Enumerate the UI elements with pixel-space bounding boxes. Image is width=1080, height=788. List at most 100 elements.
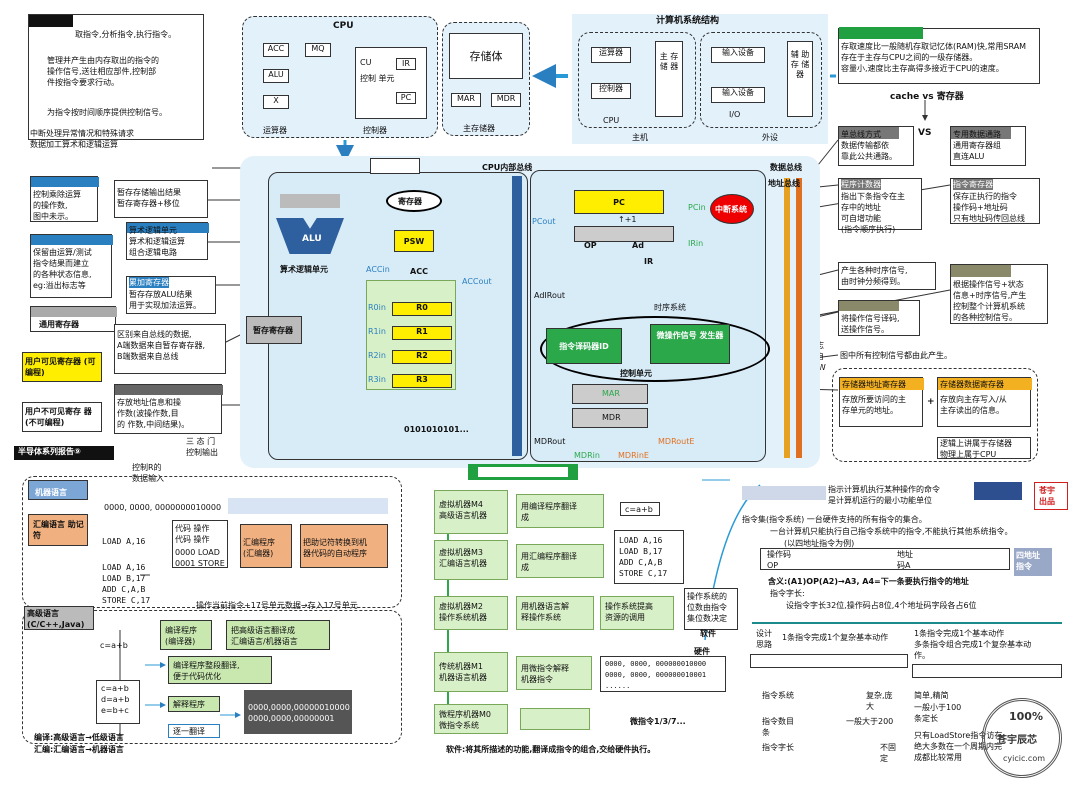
visible-register-tag: 用户可见寄存器 (可编程) xyxy=(22,352,102,382)
r0-register: R0 xyxy=(392,302,452,316)
vm-m4-desc: 用编译程序翻译 成 xyxy=(521,502,577,522)
arch-main-mem: 主 存 储 器 xyxy=(655,41,683,117)
cu-label: CU xyxy=(360,58,372,67)
ir-note: 指令寄存器 保存正执行的指令 操作码+地址码 只有地址码传回总线 xyxy=(950,178,1040,224)
compile-footer: 编译:高级语言→低级语言 xyxy=(34,733,124,742)
mar-note-title: 存储器地址寄存器 xyxy=(842,380,906,389)
caption-cu: 控制器 xyxy=(363,126,387,135)
binary-output-box: 0000,0000,00000010000 0000,0000,00000001 xyxy=(244,690,352,734)
cu-sub-label: 控制 单元 xyxy=(360,74,395,83)
mar-note-text: 存放所要访问的主 存单元的地址。 xyxy=(842,395,906,415)
cpu-function-line1: 取指令,分析指令,执行指令。 xyxy=(75,30,177,39)
cab-block: c=a+b d=a+b e=b+c xyxy=(96,680,140,724)
interrupt-system: 中断系统 xyxy=(710,194,754,224)
bit-stream: 0101010101... xyxy=(404,425,469,434)
timing-note: 产生各种时序信号, 由时钟分频得到。 xyxy=(838,262,936,290)
software-label: 软件 xyxy=(700,629,716,638)
black-tab xyxy=(29,15,73,27)
mdr-in-e-label: MDRinE xyxy=(618,451,649,460)
risc-header-box xyxy=(912,664,1062,678)
psw-note-text: 保留由运算/测试 指令结果而建立 的各种状态信息, eg:溢出标志等 xyxy=(33,248,92,290)
x-register: X xyxy=(263,95,289,109)
op-label: OP xyxy=(584,241,597,250)
top-reg-box xyxy=(370,158,420,174)
single-bus-note: 单总线方式 数据传输都依 靠此公共通路。 xyxy=(838,126,914,166)
cache-text: 存取速度比一般随机存取记忆体(RAM)快,常用SRAM 存在于主存与CPU之间的… xyxy=(841,42,1027,73)
acc-in-label: ACCin xyxy=(366,265,390,274)
four-addr-tag-text: 四地址 指令 xyxy=(1016,551,1040,571)
arch-aux-storage: 辅 助 存 储 器 xyxy=(787,41,813,117)
instr-definition: 指示计算机执行某种操作的命令 是计算机运行的最小功能单位 xyxy=(828,485,940,505)
vm-m1-code: 0000, 0000, 000000010000 0000, 0000, 000… xyxy=(605,660,707,690)
acc-label: ACC xyxy=(410,267,428,276)
plus-sign: + xyxy=(927,397,935,407)
assembler-box: 汇编程序 (汇编器) xyxy=(240,524,292,568)
vm-m0-label: 微程序机器M0 微指令系统 xyxy=(439,710,491,730)
pointer-note: 操作当前指令+17号单元数据→存入17号单元 xyxy=(196,601,358,610)
compiler-box: 编译程序 (编译器) xyxy=(160,620,212,650)
mdr-note-title: 存储器数据寄存器 xyxy=(940,380,1004,389)
compiler-desc: 把高级语言翻译成 汇编语言/机器语言 xyxy=(231,626,298,646)
asm-language-tag: 汇编语言 助记符 xyxy=(28,514,88,546)
vm-m2-label: 虚拟机器M2 操作系统机器 xyxy=(439,602,487,622)
arch-cpu-label: CPU xyxy=(603,116,620,125)
mar-register: MAR xyxy=(451,93,481,107)
compile-note: 编译程序整段翻译, 便于代码优化 xyxy=(173,661,240,681)
control-unit-box: CU 控制 单元 IR PC xyxy=(355,47,427,119)
computer-architecture: 计算机系统结构 运算器 控制器 主 存 储 器 CPU 输入设备 输入设备 I/… xyxy=(572,14,828,144)
arch-cu: 控制器 xyxy=(591,83,631,99)
green-tab xyxy=(839,27,923,39)
assemble-footer: 汇编:汇编语言→机器语言 xyxy=(34,745,124,754)
opcode-table: 代码 操作 代码 操作 0000 LOAD 0001 STORE xyxy=(172,520,228,568)
vm-m1-desc-box: 用微指令解释 机器指令 xyxy=(516,656,592,690)
mar-note: 存储器地址寄存器 存放所要访问的主 存单元的地址。 xyxy=(839,377,924,427)
assembler-desc-box: 把助记符转换到机 器代码的自动程序 xyxy=(300,524,388,568)
vm-m4-desc-box: 用编译程序翻译 成 xyxy=(516,494,604,528)
vm-m2-desc3-box: 操作系统的 位数由指令 集位数决定 xyxy=(684,588,738,630)
psw-register: PSW xyxy=(394,230,434,252)
instr-format: 操作码 OP 地址 码A xyxy=(760,548,1010,570)
vm-m3-desc-box: 用汇编程序翻译 成 xyxy=(516,544,604,578)
interrupt-label: 中断系统 xyxy=(715,205,747,214)
addr-info-text: 存放地址信息和操 作数(波操作数,目 的 作数,中间结果)。 xyxy=(117,398,190,429)
instr-set-2: 一台计算机只能执行自己指令系统中的指令,不能执行其他系统指令。 xyxy=(770,527,1013,536)
pc-note: 程序计数器 指出下条指令在主 存中的地址 可自增功能 (指令顺序执行) xyxy=(838,178,922,234)
author-stamp-text: 苍宇 出品 xyxy=(1039,486,1055,506)
assembler-desc: 把助记符转换到机 器代码的自动程序 xyxy=(303,538,367,558)
cisc-instr-count: 一般大于200 xyxy=(846,717,894,726)
blue-tag xyxy=(974,482,1022,500)
temp-reg-note: 暂存存储输出结果 暂存寄存器+移位 xyxy=(114,180,208,218)
main-memory-block: 存储体 MAR MDR 主存储器 xyxy=(442,22,530,136)
mdr-register: MDR xyxy=(491,93,521,107)
memory-body: 存储体 xyxy=(449,33,523,79)
mdr-out-label: MDRout xyxy=(534,437,566,446)
ad-ir-out-label: AdIRout xyxy=(534,291,566,300)
load-store-table: 0000 LOAD 0001 STORE xyxy=(175,548,225,568)
cpu-functions-panel: 取指令,分析指令,执行指令。 管理并产生由内存取出的指令的 操作信号,送往相应部… xyxy=(28,14,204,140)
four-addr-example: (以四地址指令为例) xyxy=(784,539,855,548)
compile-note-box: 编译程序整段翻译, 便于代码优化 xyxy=(168,656,272,684)
compiler-desc-box: 把高级语言翻译成 汇编语言/机器语言 xyxy=(226,620,330,650)
gpr-detail-note: 区别来自总线的数据, A端数据来自暂存寄存器, B端数据来自总线 xyxy=(114,324,226,374)
pc-register: PC xyxy=(396,92,416,104)
arch-ext-label: 外设 xyxy=(762,133,778,142)
address-field: 地址 码A xyxy=(897,550,913,570)
timing-note-text: 产生各种时序信号, 由时钟分频得到。 xyxy=(841,266,908,286)
single-bus-text: 单总线方式 数据传输都依 靠此公共通路。 xyxy=(841,130,897,161)
vm-m3-desc: 用汇编程序翻译 成 xyxy=(521,552,577,572)
invisible-register-text: 用户不可见寄存 器(不可编程) xyxy=(25,407,92,427)
mdr-label: MDR xyxy=(602,413,621,422)
cab-single: c=a+b xyxy=(100,641,128,650)
ir-note-title: 指令寄存器 xyxy=(953,179,993,190)
mar-reg-main xyxy=(572,384,648,404)
special-path-note: 专用数据通路 通用寄存器组 直连ALU xyxy=(950,126,1026,166)
op-signal-note: 将操作信号译码, 送操作信号。 xyxy=(838,300,920,336)
mdr-note-text: 存放向主存写入/从 主存读出的信息。 xyxy=(940,395,1007,415)
alu-unit-label: 算术逻辑单元 xyxy=(280,265,328,274)
binary-output: 0000,0000,00000010000 0000,0000,00000001 xyxy=(248,703,350,723)
interpreter-label: 解释程序 xyxy=(173,700,205,709)
risc-design: 1条指令完成1个基本动作 多条指令组合完成1个复杂基本动 作。 xyxy=(914,629,1032,660)
cpu-function-line2: 管理并产生由内存取出的指令的 操作信号,送往相应部件,控制部 件按指令要求行动。 xyxy=(47,56,159,87)
asm-code-single: LOAD A,16 xyxy=(102,537,146,546)
vm-m4: 虚拟机器M4 高级语言机器 xyxy=(434,490,508,534)
